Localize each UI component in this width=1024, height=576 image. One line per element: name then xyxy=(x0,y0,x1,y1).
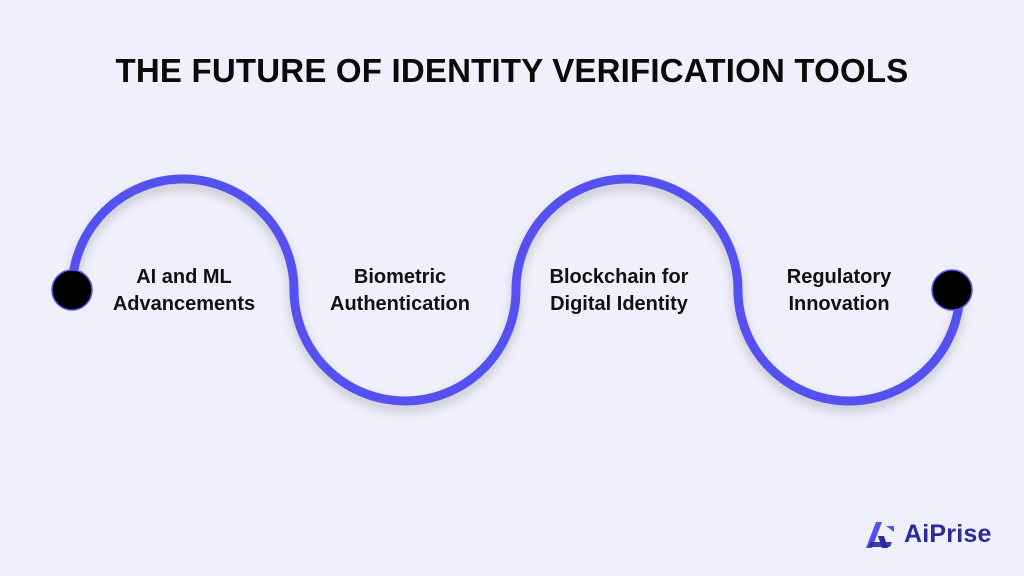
step-label-line1: Blockchain for xyxy=(549,266,689,288)
step-label-line1: Biometric xyxy=(353,266,447,288)
step-label-line2: Innovation xyxy=(788,293,890,315)
step-label-line2: Advancements xyxy=(112,293,256,315)
step-biometric: Biometric Authentication xyxy=(305,264,495,318)
brand-logo: AiPrise xyxy=(862,514,992,554)
end-endpoint xyxy=(931,269,973,311)
step-blockchain: Blockchain for Digital Identity xyxy=(524,264,714,318)
page-title: THE FUTURE OF IDENTITY VERIFICATION TOOL… xyxy=(115,52,909,89)
step-regulatory: Regulatory Innovation xyxy=(744,264,934,318)
step-label-line2: Authentication xyxy=(330,293,470,315)
wave-path xyxy=(67,174,965,406)
brand-name: AiPrise xyxy=(904,519,992,548)
start-endpoint xyxy=(51,269,93,311)
step-ai-ml: AI and ML Advancements xyxy=(89,264,279,318)
aiprise-logo-icon xyxy=(866,522,894,548)
step-label-line1: Regulatory xyxy=(786,266,892,288)
step-label-line2: Digital Identity xyxy=(550,293,688,315)
step-label-line1: AI and ML xyxy=(136,266,232,288)
